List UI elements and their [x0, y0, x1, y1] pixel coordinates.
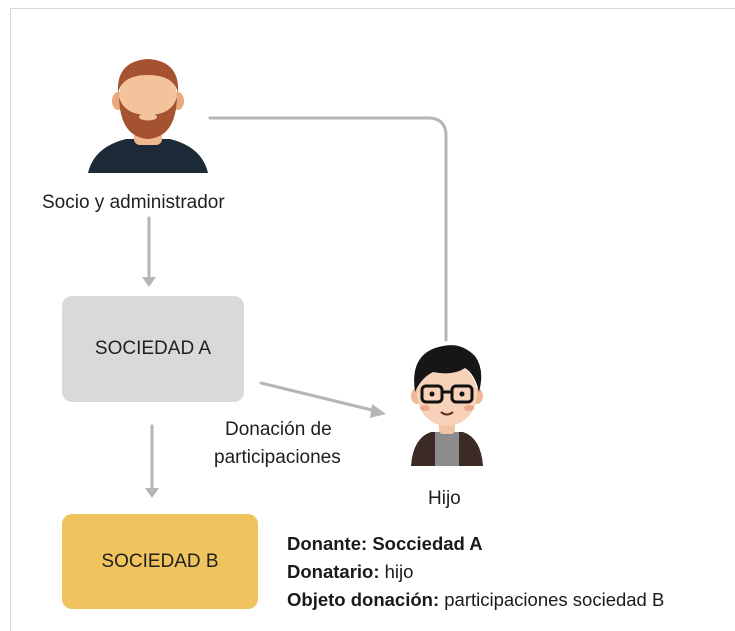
sociedad-b-box: SOCIEDAD B [62, 514, 258, 609]
donatario-row: Donatario: hijo [287, 558, 664, 586]
bearded-man-avatar-icon [88, 59, 208, 173]
boy-with-glasses-avatar-icon [411, 345, 483, 466]
objeto-key: Objeto donación: [287, 589, 440, 610]
objeto-value: participaciones sociedad B [444, 589, 665, 610]
sociedad-a-box: SOCIEDAD A [62, 296, 244, 402]
donatario-value: hijo [384, 561, 414, 582]
sociedad-b-label: SOCIEDAD B [101, 550, 219, 572]
donation-details: Donante: Socciedad A Donatario: hijo Obj… [287, 530, 664, 614]
donante-row: Donante: Socciedad A [287, 530, 664, 558]
donante-value: Socciedad A [372, 533, 483, 554]
objeto-row: Objeto donación: participaciones socieda… [287, 586, 664, 614]
donatario-key: Donatario: [287, 561, 380, 582]
arrowhead-down-sociedad-b [145, 488, 159, 498]
arrowhead-right-hijo [370, 404, 386, 418]
connector-sociedad-a-to-hijo [259, 381, 378, 413]
frame-border-left [10, 8, 11, 631]
sociedad-a-label: SOCIEDAD A [94, 338, 212, 359]
donation-label-line2: participaciones [214, 447, 341, 468]
arrowhead-down-sociedad-a [142, 277, 156, 287]
donante-key: Donante: [287, 533, 368, 554]
hijo-label: Hijo [428, 488, 461, 509]
socio-label: Socio y administrador [42, 192, 225, 213]
connector-socio-to-hijo [208, 116, 448, 342]
donation-label-line1: Donación de [225, 419, 332, 440]
frame-border-top [10, 8, 735, 9]
